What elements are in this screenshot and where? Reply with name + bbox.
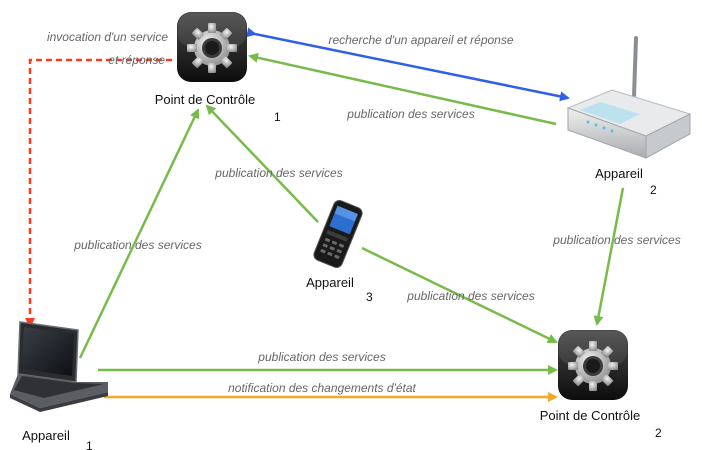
dev1-label: Appareil — [22, 428, 70, 443]
invocation-label-line1: invocation d'un service — [47, 30, 168, 44]
control-point-2: Point de Contrôle 2 — [540, 330, 662, 440]
gear-icon — [177, 12, 247, 82]
dev3-sub: 3 — [366, 290, 373, 304]
dev3-label: Appareil — [306, 275, 354, 290]
laptop-icon — [10, 321, 108, 412]
cp2-label: Point de Contrôle — [540, 408, 640, 423]
pub-dev2-cp1-label: publication des services — [346, 107, 474, 121]
pub-dev2-cp2-label: publication des services — [552, 233, 680, 247]
dev2-sub: 2 — [650, 183, 657, 197]
cp1-sub: 1 — [274, 110, 281, 124]
dev2-label: Appareil — [595, 166, 643, 181]
edge-search — [246, 27, 570, 102]
cp1-label: Point de Contrôle — [155, 92, 255, 107]
edge-invocation — [25, 58, 172, 328]
pub-dev3-cp2-label: publication des services — [406, 289, 534, 303]
device-3: Appareil 3 — [306, 200, 373, 304]
router-icon — [566, 36, 692, 159]
pub-dev1-cp1-label: publication des services — [73, 238, 201, 252]
cp2-sub: 2 — [655, 426, 662, 440]
notification-label: notification des changements d'état — [228, 381, 416, 395]
invocation-label-line2: et réponse — [108, 53, 165, 67]
mobile-phone-icon — [313, 200, 363, 268]
dev1-sub: 1 — [86, 439, 93, 450]
pub-dev1-cp2-label: publication des services — [257, 350, 385, 364]
pub-dev3-cp1-label: publication des services — [214, 166, 342, 180]
edge-pub-dev2-cp1 — [248, 52, 557, 126]
edge-pub-dev3-cp2 — [361, 246, 558, 344]
control-point-1: Point de Contrôle 1 — [155, 12, 281, 124]
device-1: Appareil 1 — [10, 321, 108, 450]
edge-pub-dev3-cp1 — [205, 104, 319, 223]
device-2: Appareil 2 — [566, 36, 692, 197]
edge-pub-dev2-cp2 — [593, 187, 625, 326]
search-label: recherche d'un appareil et réponse — [328, 33, 513, 47]
edge-pub-dev1-cp1 — [78, 108, 200, 359]
gear-icon — [558, 330, 628, 400]
